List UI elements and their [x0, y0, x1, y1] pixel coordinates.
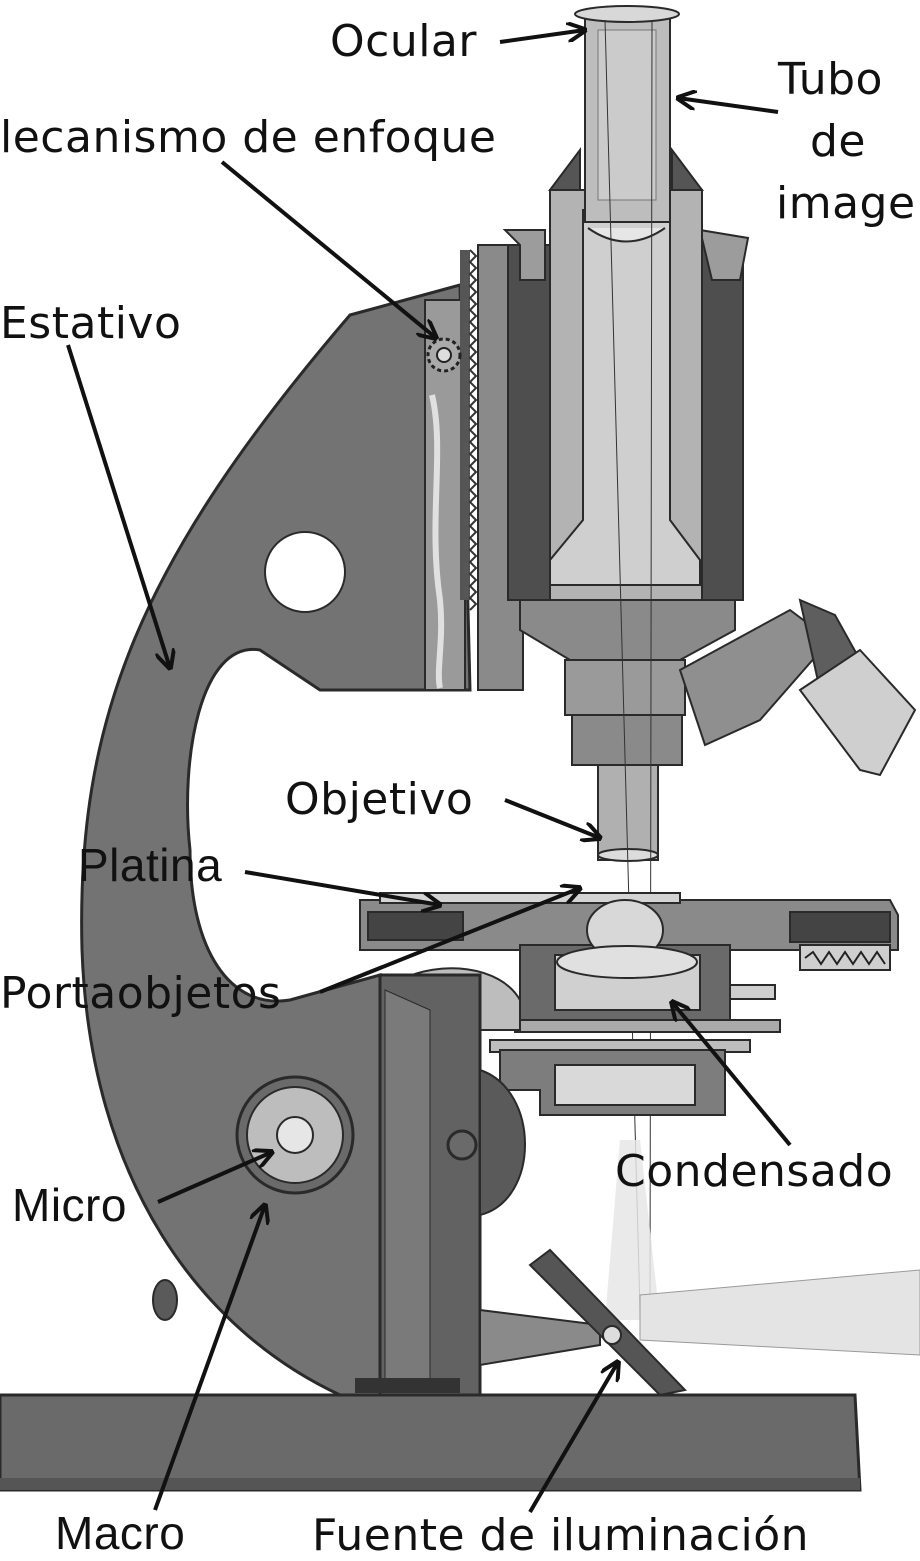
pillar: [355, 973, 526, 1397]
label-ocular: Ocular: [330, 16, 477, 67]
label-platina: Platina: [78, 839, 223, 891]
focus-rack: [424, 249, 478, 691]
arrow-portaobjetos: [319, 888, 580, 994]
label-estativo: Estativo: [0, 298, 182, 349]
light-path: [604, 19, 920, 1356]
arrow-fuente: [528, 1362, 618, 1514]
label-mecanismo: lecanismo de enfoque: [0, 112, 497, 163]
arrow-platina: [244, 870, 440, 905]
label-condensador: Condensado: [615, 1146, 894, 1197]
eyepiece: [574, 5, 680, 223]
arrow-micro: [157, 1152, 272, 1204]
arrow-estativo: [66, 344, 170, 668]
arrow-mecanismo: [220, 160, 436, 338]
arrow-tubo: [678, 98, 779, 114]
arrow-macro: [153, 1205, 265, 1511]
arm-stand: [80, 283, 472, 1397]
arrow-condensador: [672, 1002, 792, 1147]
nosepiece: [519, 598, 917, 777]
objective-lens: [597, 764, 659, 862]
label-fuente: Fuente de iluminación: [312, 1510, 810, 1561]
label-tubo-line2: de: [810, 116, 866, 167]
base: [0, 1393, 862, 1492]
focus-knobs: [235, 1075, 355, 1195]
body-tube: [477, 147, 750, 691]
label-objetivo: Objetivo: [285, 774, 474, 825]
arrow-objetivo: [504, 798, 600, 838]
label-macro: Macro: [55, 1507, 186, 1559]
label-micro: Micro: [12, 1179, 127, 1231]
label-tubo-line3: image: [776, 178, 916, 229]
mirror: [479, 1248, 687, 1397]
arrow-ocular: [499, 30, 585, 44]
pointer-arrows: [66, 30, 792, 1514]
label-portaobjetos: Portaobjetos: [0, 968, 282, 1019]
label-tubo-line1: Tubo: [778, 54, 883, 105]
